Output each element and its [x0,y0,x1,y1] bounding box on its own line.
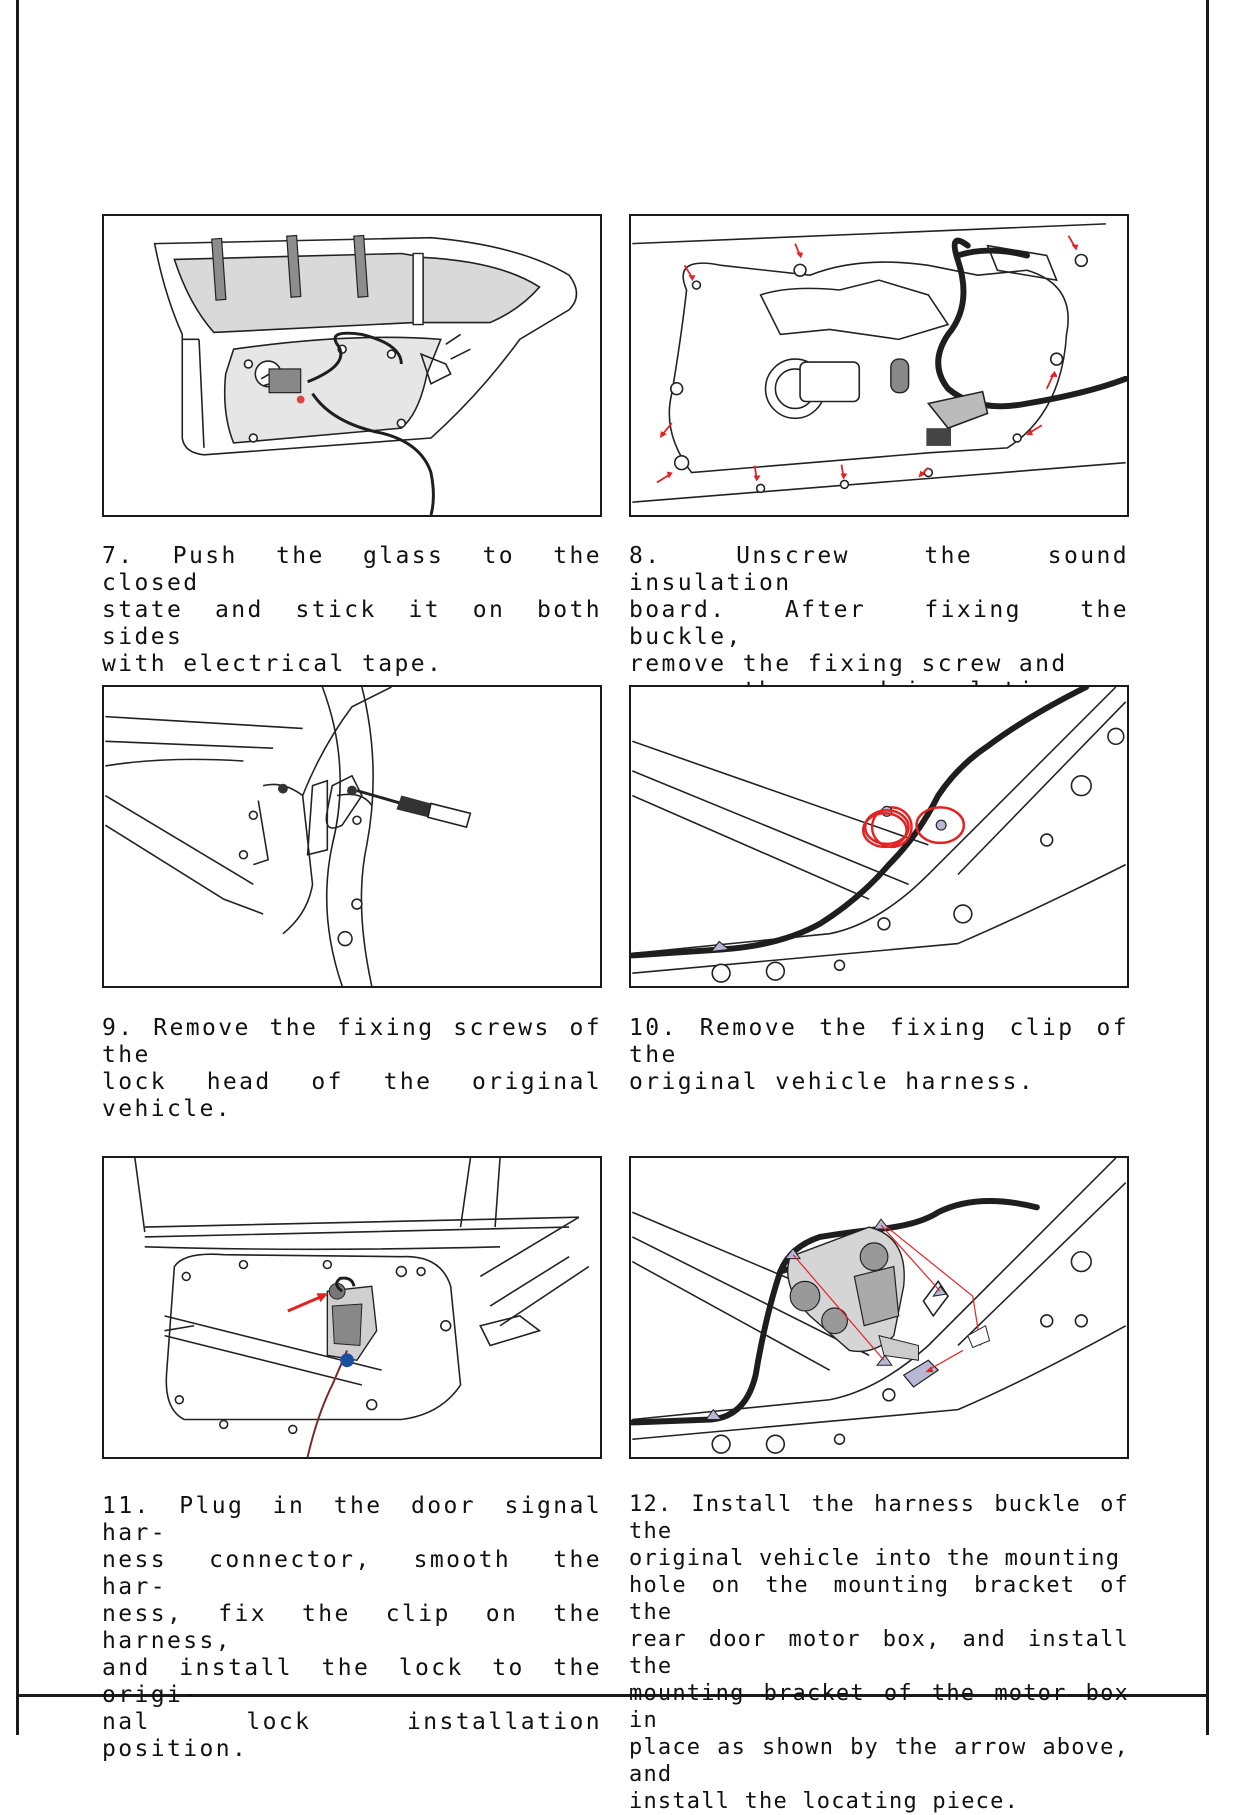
step9-caption: 9. Remove the fixing screws of the lock … [102,1015,602,1122]
step12-illustration [629,1156,1129,1459]
step12-caption: 12. Install the harness buckle of the or… [629,1492,1129,1814]
step11-illustration [102,1156,602,1459]
step10-caption: 10. Remove the fixing clip of the origin… [629,1015,1129,1095]
step7-caption: 7. Push the glass to the closed state an… [102,543,602,677]
door-glass-taped-illustration [153,234,578,515]
door-lock-connector-illustration [134,1158,590,1457]
harness-clip-circled-illustration [631,687,1127,983]
step9-illustration [102,685,602,988]
step7-illustration [102,214,602,517]
page-frame-left [16,0,19,1735]
step10-illustration [629,685,1129,988]
step8-illustration [629,214,1129,517]
step11-caption: 11. Plug in the door signal har- ness co… [102,1493,602,1762]
sound-insulation-board-screws-illustration [632,223,1127,503]
lock-head-screwdriver-illustration [104,687,472,986]
page-frame-bottom [16,1694,1209,1697]
page-frame-right [1206,0,1209,1735]
motor-box-bracket-illustration [631,1158,1127,1454]
